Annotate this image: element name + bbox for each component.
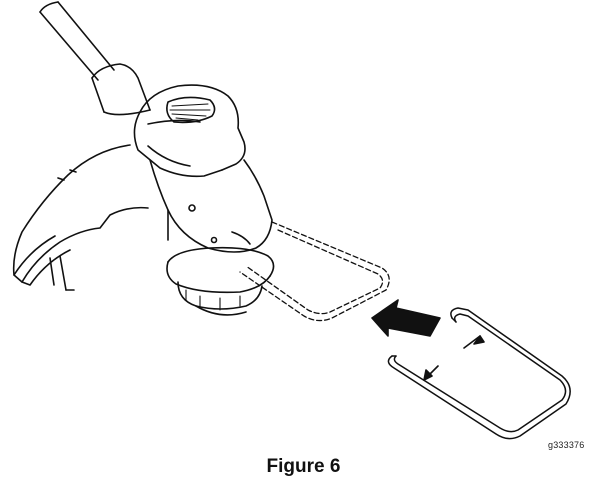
motor-housing <box>133 84 273 253</box>
spool-head <box>166 246 275 316</box>
figure-caption: Figure 6 <box>266 456 341 477</box>
guard-bracket-icon <box>387 307 571 440</box>
flex-arrow-icon <box>423 335 485 381</box>
vent-grille <box>166 96 216 124</box>
shaft-coupling <box>91 63 151 116</box>
guard-installed-outline <box>239 221 390 322</box>
insert-arrow-icon <box>371 299 441 337</box>
graphic-id-label: g333376 <box>548 440 585 450</box>
trimmer-illustration <box>12 1 571 440</box>
trimmer-guard <box>12 144 149 291</box>
trimmer-shaft <box>39 1 115 81</box>
